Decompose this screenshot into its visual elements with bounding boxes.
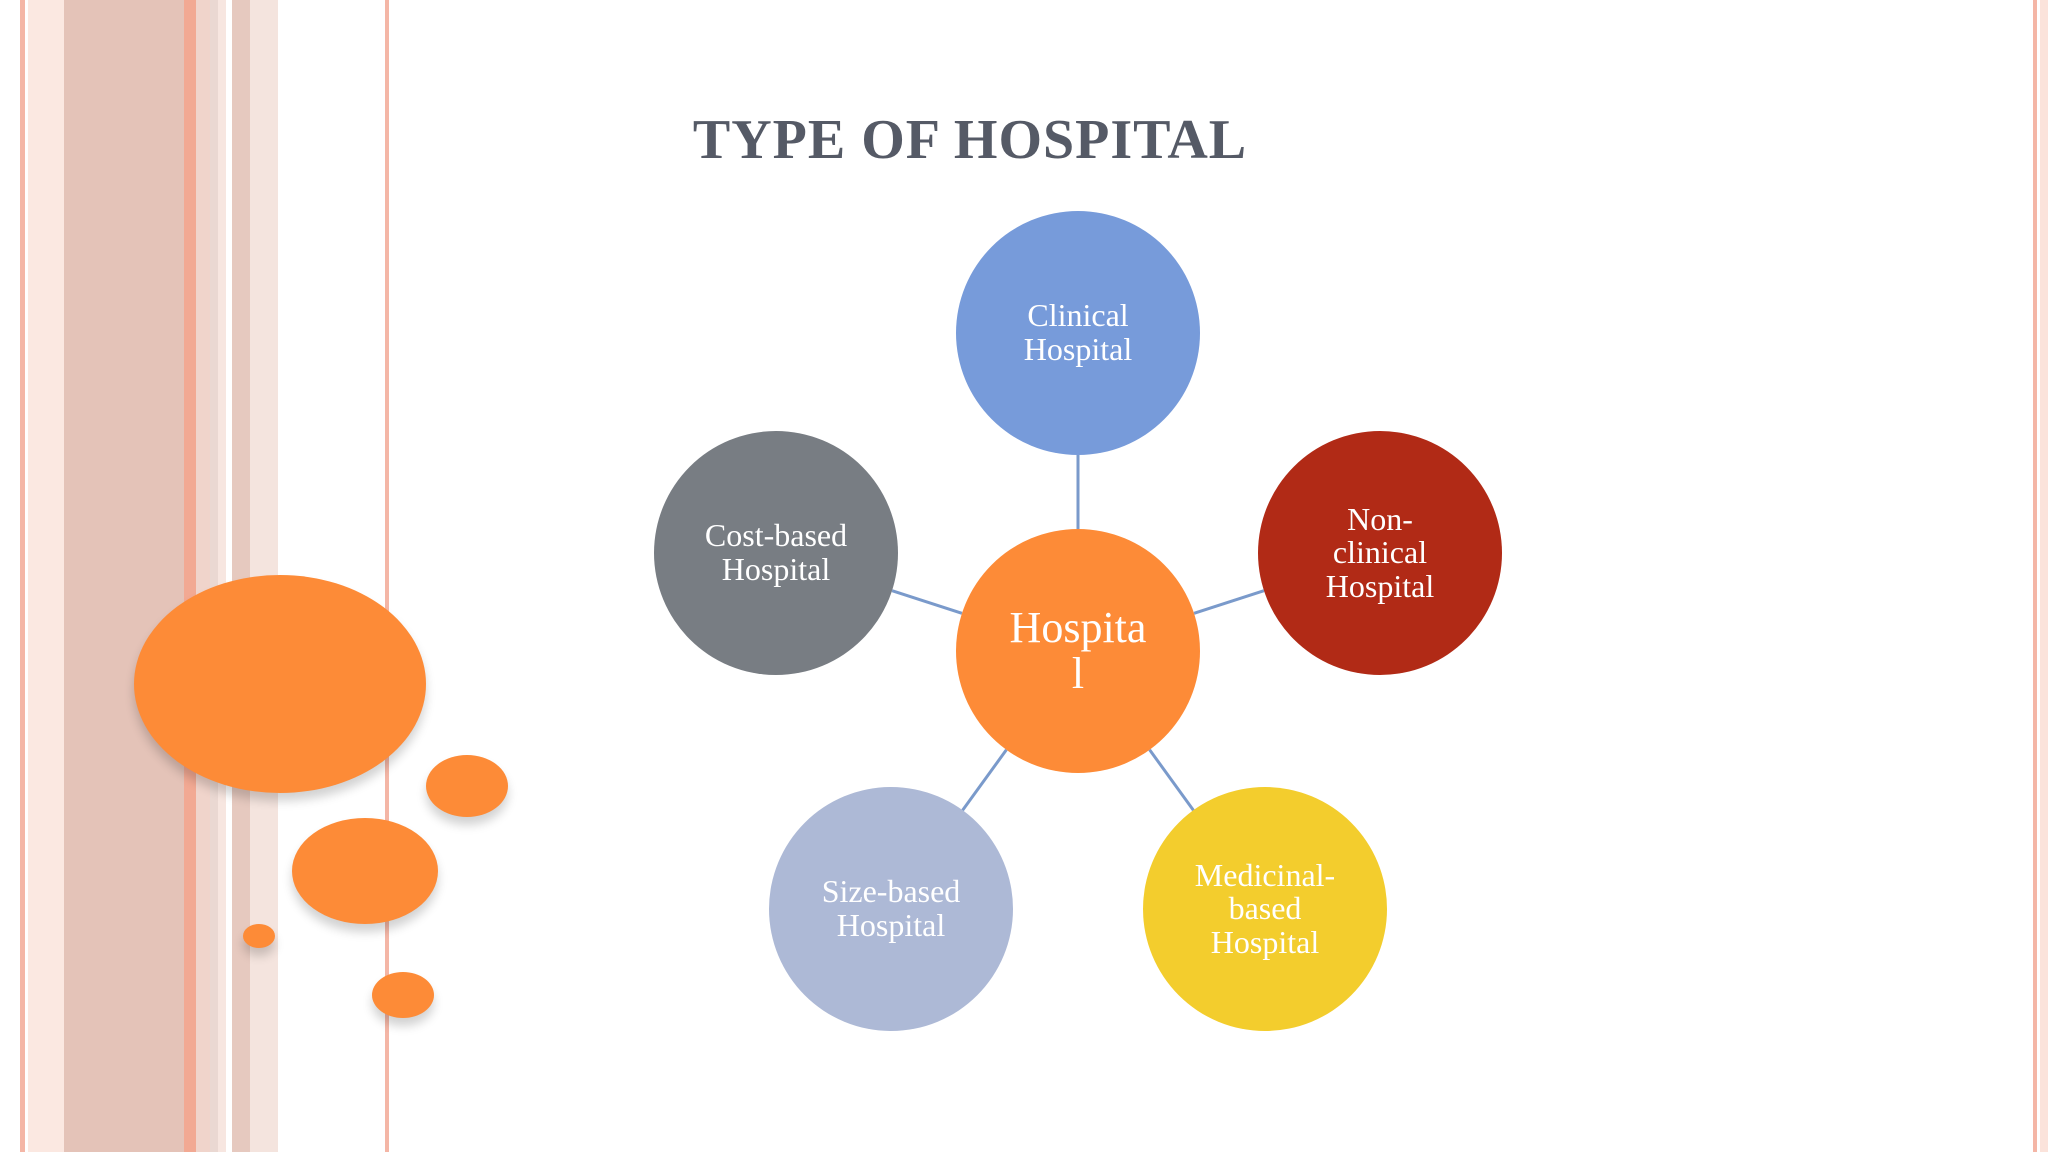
node-label: Clinical Hospital: [1023, 297, 1133, 367]
diagram-link: [961, 748, 1008, 812]
decor-stripe: [210, 0, 218, 1152]
decor-stripe: [232, 0, 250, 1152]
decor-bubble-large: [134, 575, 426, 793]
decor-bubble: [292, 818, 438, 924]
node-hospital-center: Hospita l: [956, 529, 1200, 773]
node-label: Size-based Hospital: [821, 873, 961, 943]
decor-stripe: [385, 0, 389, 1152]
decor-bubble-tiny: [243, 924, 275, 948]
decor-stripe-right: [2033, 0, 2037, 1152]
slide-title: TYPE OF HOSPITAL: [692, 109, 1248, 171]
node-clinical-hospital: Clinical Hospital: [956, 211, 1200, 455]
node-label: Cost-based Hospital: [704, 517, 848, 587]
node-size-based-hospital: Size-based Hospital: [769, 787, 1013, 1031]
decor-stripe: [64, 0, 184, 1152]
node-label: Hospita l: [1009, 602, 1147, 698]
node-label: Non- clinical Hospital: [1325, 500, 1435, 604]
decor-stripe: [218, 0, 226, 1152]
diagram-link: [891, 589, 963, 615]
node-medicinal-based-hospital: Medicinal- based Hospital: [1143, 787, 1387, 1031]
decor-bubble: [372, 972, 434, 1018]
decor-bubble: [426, 755, 508, 817]
decor-stripe: [20, 0, 25, 1152]
node-label: Medicinal- based Hospital: [1194, 856, 1336, 960]
diagram-link: [1193, 589, 1265, 615]
diagram-link: [1148, 748, 1195, 812]
node-cost-based-hospital: Cost-based Hospital: [654, 431, 898, 675]
decor-stripe: [184, 0, 196, 1152]
decor-stripe: [196, 0, 210, 1152]
decor-stripe-right: [2040, 0, 2048, 1152]
node-non-clinical-hospital: Non- clinical Hospital: [1258, 431, 1502, 675]
decor-stripe: [28, 0, 64, 1152]
